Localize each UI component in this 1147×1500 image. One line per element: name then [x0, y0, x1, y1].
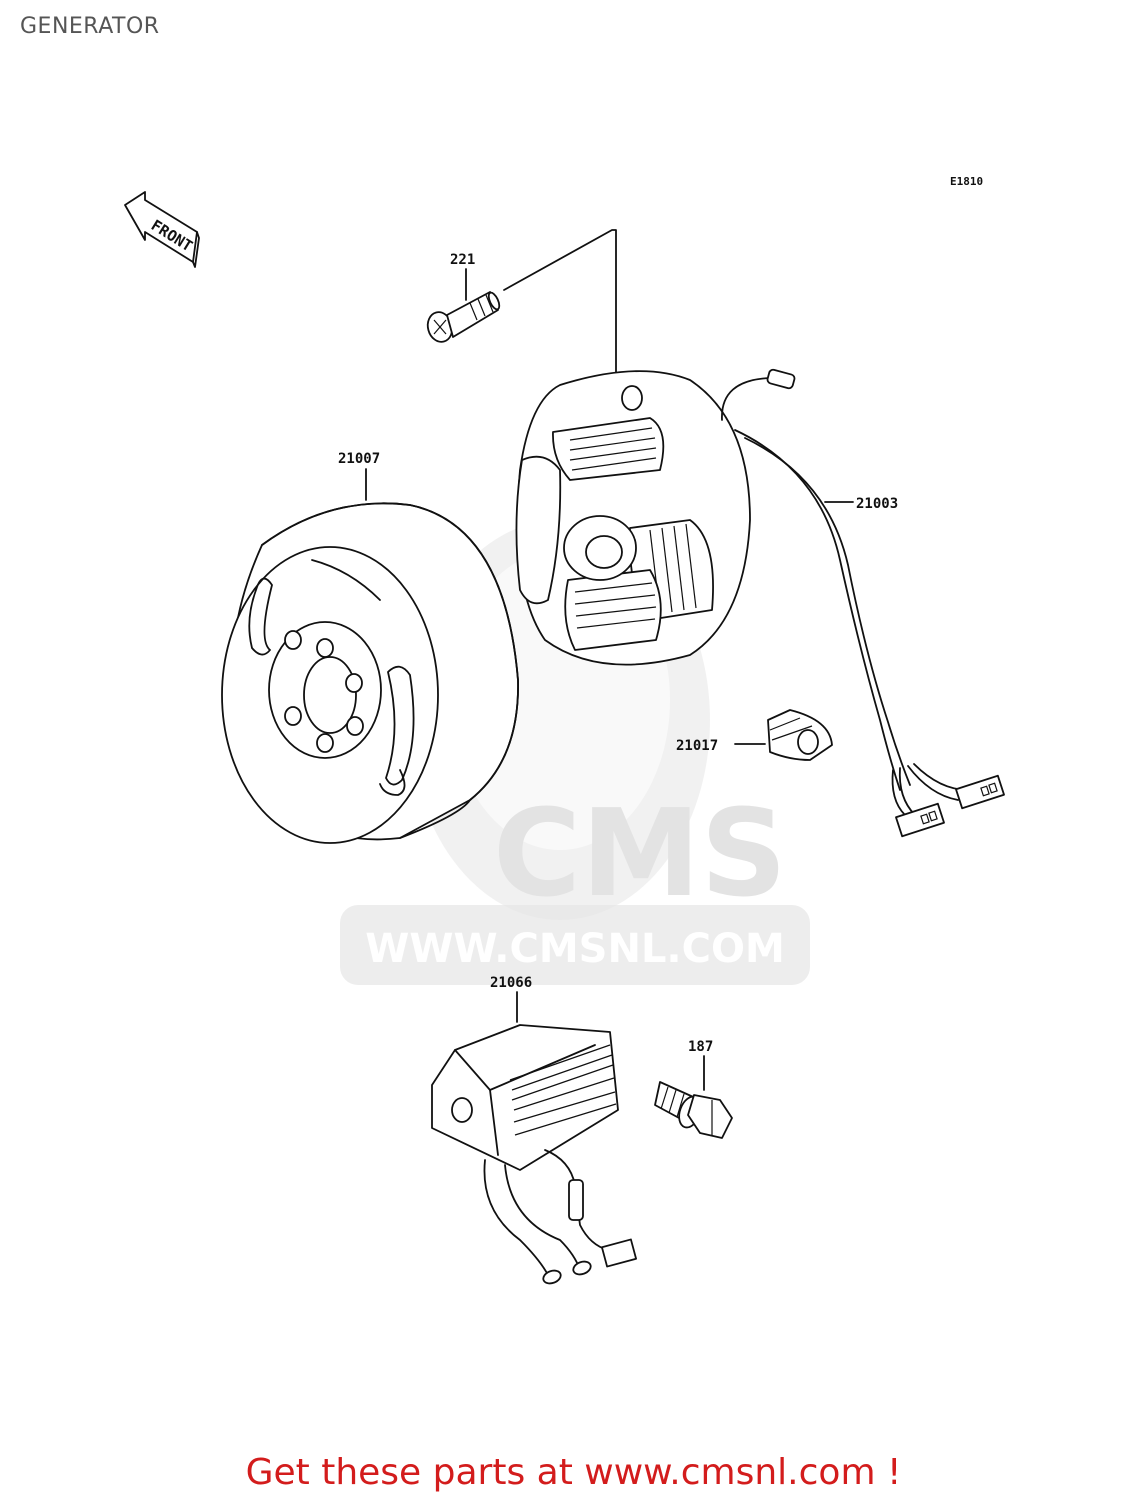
part-label-21007: 21007	[338, 451, 380, 467]
front-arrow-icon: FRONT	[124, 191, 200, 268]
flywheel-21007	[221, 502, 519, 844]
part-label-187: 187	[688, 1039, 713, 1055]
stator-21003	[515, 368, 911, 791]
regulator-21066	[431, 1024, 637, 1285]
grommet-21017	[767, 709, 833, 761]
diagram-code: E1810	[950, 175, 983, 188]
part-label-21003: 21003	[856, 496, 898, 512]
part-label-221: 221	[450, 252, 475, 268]
bolt-187	[654, 1081, 733, 1139]
stator-connectors	[891, 763, 1005, 838]
watermark-url-text: WWW.CMSNL.COM	[365, 926, 785, 972]
cta-link[interactable]: Get these parts at www.cmsnl.com !	[245, 1452, 902, 1493]
watermark-logo-text: CMS	[493, 785, 787, 924]
parts-diagram: CMS WWW.CMSNL.COM E1810 FRONT 221	[124, 175, 1005, 1285]
screw-221	[426, 291, 501, 343]
part-label-21017: 21017	[676, 738, 718, 754]
page-title: GENERATOR	[20, 14, 160, 39]
part-label-21066: 21066	[490, 975, 532, 991]
